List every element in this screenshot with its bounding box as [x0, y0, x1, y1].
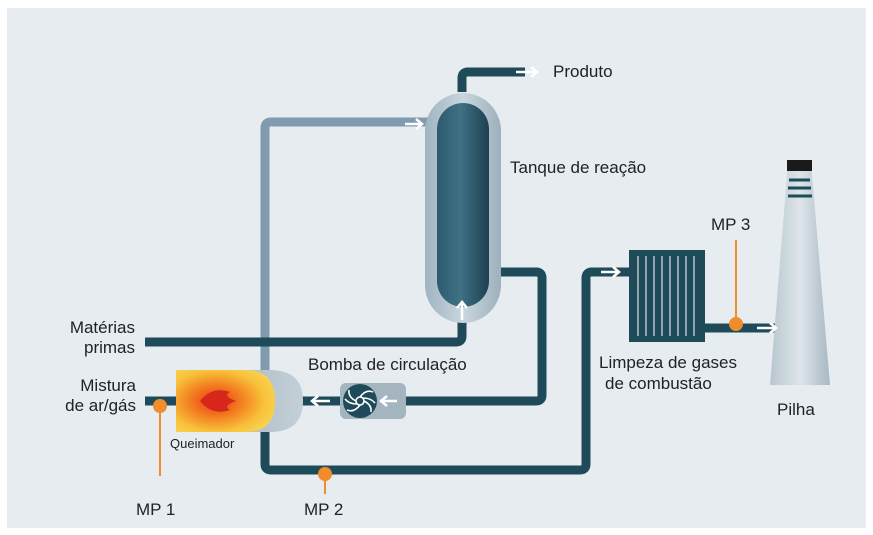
label-limpeza-line2: de combustão	[605, 374, 712, 393]
light-return-pipe	[260, 117, 433, 375]
measurement-point-mp1	[153, 399, 167, 476]
pump-blades	[344, 389, 376, 413]
flue-gas-cleaner	[629, 250, 705, 342]
pump-impeller-icon	[343, 384, 377, 418]
label-mp3: MP 3	[711, 215, 751, 234]
reaction-tank	[437, 103, 489, 307]
label-queimador: Queimador	[170, 436, 235, 451]
stack-bands	[788, 178, 812, 198]
pump-arrow	[379, 395, 397, 407]
label-limpeza-line1: Limpeza de gases	[599, 353, 737, 372]
flame-icon	[200, 390, 236, 412]
cleaner-inlet-arrow	[601, 266, 621, 278]
flue-gas-pipe	[260, 267, 630, 475]
label-mp2: MP 2	[304, 500, 344, 519]
label-mistura-line1: Mistura	[80, 376, 136, 395]
label-materias-line1: Matérias	[69, 318, 135, 337]
circulation-pipe	[395, 267, 547, 406]
product-arrow	[516, 66, 539, 78]
raw-materials-pipe	[145, 295, 467, 347]
cleaner-fins	[637, 256, 695, 336]
label-mp1: MP 1	[136, 500, 176, 519]
label-pilha: Pilha	[777, 400, 815, 419]
stack	[770, 163, 830, 385]
stack-inlet-arrow	[757, 322, 778, 334]
tank-bottom-arrow	[456, 300, 468, 320]
label-tanque-reacao: Tanque de reação	[510, 158, 647, 177]
measurement-point-mp2	[318, 467, 332, 494]
stack-top	[787, 160, 812, 171]
label-bomba-circulacao: Bomba de circulação	[308, 355, 467, 374]
label-produto: Produto	[553, 62, 613, 81]
label-materias-line2: primas	[83, 338, 135, 357]
product-pipe	[457, 67, 525, 92]
tank-inlet-arrow	[405, 118, 424, 130]
label-mistura-line2: de ar/gás	[65, 396, 136, 415]
measurement-point-mp3	[729, 240, 743, 331]
burner-inlet-arrow	[310, 395, 330, 407]
